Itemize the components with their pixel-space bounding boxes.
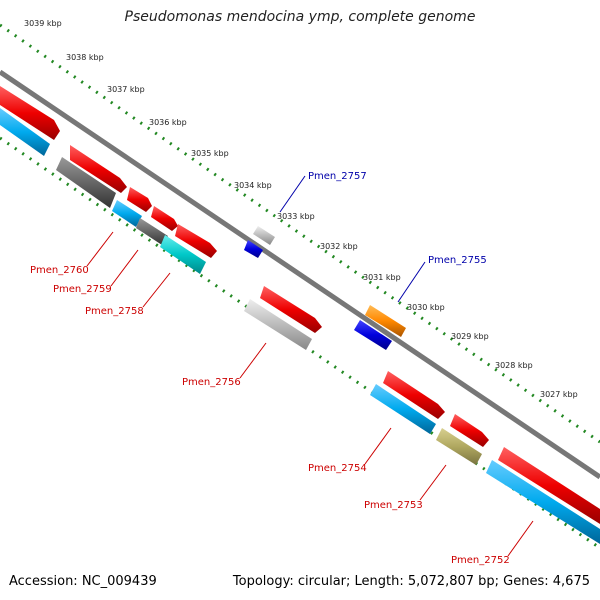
gene-feature-blue: [354, 320, 392, 350]
gene-feature-red: [175, 224, 217, 258]
gene-feature-red: [383, 371, 445, 419]
kbp-label: 3029 kbp: [451, 332, 489, 341]
gene-feature-dark-gray: [136, 218, 168, 245]
gene-features: [0, 86, 600, 544]
kbp-label: 3038 kbp: [66, 53, 104, 62]
leader-line: [507, 520, 534, 557]
leader-line: [279, 175, 306, 213]
gene-feature-red: [260, 286, 322, 333]
kbp-label: 3027 kbp: [540, 390, 578, 399]
kbp-label: 3028 kbp: [495, 361, 533, 370]
accession-text: Accession: NC_009439: [9, 574, 157, 589]
gene-label: Pmen_2759: [53, 284, 112, 295]
leader-line: [419, 464, 447, 501]
gene-feature-cyan: [370, 384, 436, 434]
gene-label: Pmen_2756: [182, 377, 241, 388]
gene-feature-cyan: [112, 200, 142, 227]
gene-feature-red: [127, 187, 152, 212]
gene-feature-blue: [244, 240, 263, 258]
kbp-label: 3030 kbp: [407, 303, 445, 312]
genome-backbone: [0, 69, 600, 480]
kbp-tick-labels: 3039 kbp 3038 kbp 3037 kbp 3036 kbp 3035…: [24, 19, 578, 399]
gene-label: Pmen_2760: [30, 265, 89, 276]
gene-label: Pmen_2754: [308, 463, 367, 474]
leader-line: [110, 249, 139, 287]
outer-tick-rail: [0, 23, 600, 444]
gene-feature-light-gray: [253, 226, 275, 245]
gene-feature-red: [498, 447, 600, 524]
gene-feature-red: [0, 86, 60, 140]
kbp-label: 3032 kbp: [320, 242, 358, 251]
map-title: Pseudomonas mendocina ymp, complete geno…: [124, 9, 476, 25]
topology-text: Topology: circular; Length: 5,072,807 bp…: [232, 574, 590, 589]
gene-feature-orange: [365, 305, 406, 337]
leader-line: [364, 427, 392, 465]
gene-feature-red: [70, 145, 127, 193]
gene-feature-cyan: [0, 108, 50, 156]
gene-label: Pmen_2757: [308, 171, 367, 182]
kbp-label: 3037 kbp: [107, 85, 145, 94]
gene-feature-light-gray: [244, 299, 312, 350]
kbp-label: 3036 kbp: [149, 118, 187, 127]
gene-label: Pmen_2758: [85, 306, 144, 317]
leader-line: [239, 342, 267, 379]
gene-feature-red: [450, 414, 489, 447]
gene-feature-teal: [160, 235, 206, 274]
label-leaders: [86, 175, 534, 557]
gene-feature-red: [151, 206, 178, 231]
kbp-label: 3031 kbp: [363, 273, 401, 282]
kbp-label: 3033 kbp: [277, 212, 315, 221]
gene-feature-olive: [436, 428, 482, 465]
gene-label: Pmen_2752: [451, 555, 510, 566]
kbp-label: 3039 kbp: [24, 19, 62, 28]
kbp-label: 3034 kbp: [234, 181, 272, 190]
gene-feature-dark-gray: [56, 157, 116, 208]
kbp-label: 3035 kbp: [191, 149, 229, 158]
leader-line: [142, 272, 171, 308]
gene-feature-cyan: [486, 460, 600, 544]
leader-line: [86, 231, 114, 267]
gene-label: Pmen_2753: [364, 500, 423, 511]
gene-labels: Pmen_2760 Pmen_2759 Pmen_2758 Pmen_2757 …: [30, 171, 510, 566]
gene-label: Pmen_2755: [428, 255, 487, 266]
leader-line: [397, 261, 426, 303]
